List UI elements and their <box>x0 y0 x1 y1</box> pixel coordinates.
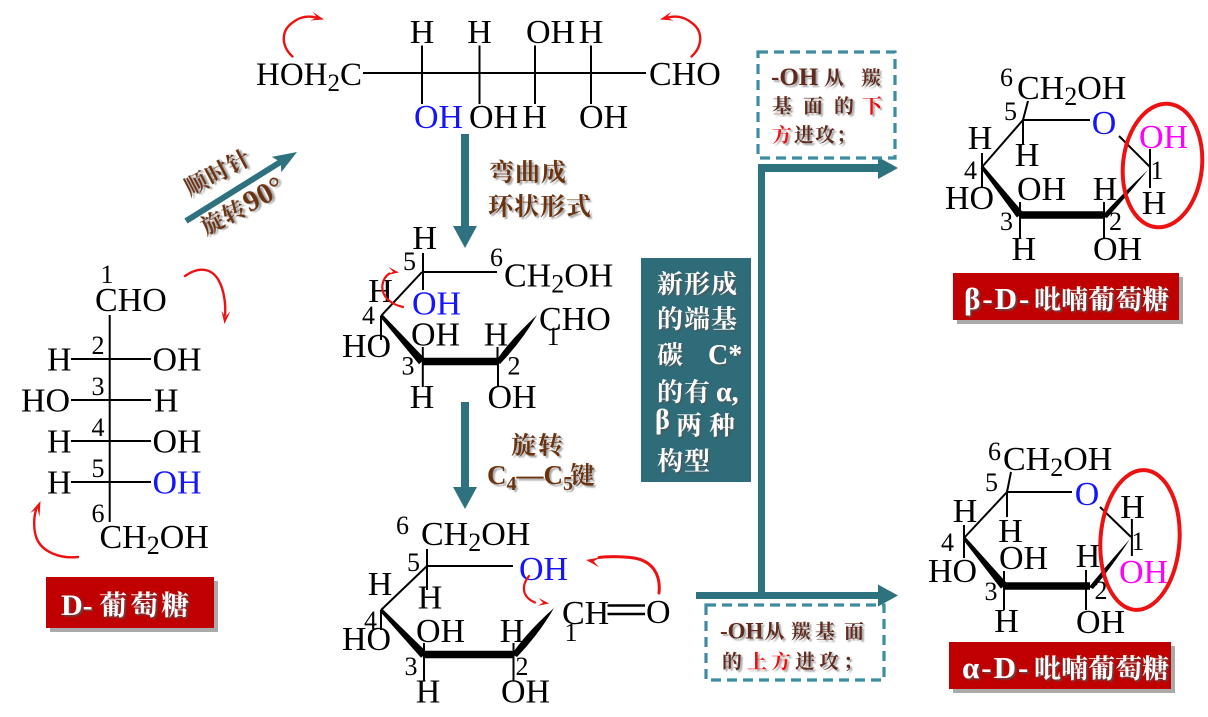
svg-text:H: H <box>1120 489 1145 526</box>
svg-text:1: 1 <box>547 322 560 351</box>
svg-text:H: H <box>412 220 437 257</box>
svg-text:HO: HO <box>342 621 391 658</box>
svg-text:OH: OH <box>1093 231 1142 268</box>
svg-text:OH: OH <box>999 540 1048 577</box>
svg-text:H: H <box>994 603 1019 640</box>
svg-text:HO: HO <box>21 383 70 420</box>
svg-text:4: 4 <box>92 413 105 442</box>
svg-text:3: 3 <box>92 372 105 401</box>
svg-text:H: H <box>368 566 393 603</box>
svg-text:OH: OH <box>526 14 575 51</box>
svg-text:3: 3 <box>405 652 418 681</box>
svg-text:H: H <box>368 273 393 310</box>
svg-text:HOH2C: HOH2C <box>256 57 362 97</box>
svg-text:β: β <box>655 405 670 436</box>
svg-text:OH: OH <box>1119 554 1168 591</box>
svg-text:3: 3 <box>985 577 998 606</box>
svg-text:3: 3 <box>1000 207 1013 236</box>
svg-text:OH: OH <box>153 424 202 461</box>
svg-text:HO: HO <box>945 180 994 217</box>
svg-text:-OH: -OH <box>771 64 819 91</box>
svg-text:2: 2 <box>1109 207 1122 236</box>
svg-text:H: H <box>47 465 72 502</box>
svg-text:6: 6 <box>396 511 409 540</box>
svg-text:C4—C5: C4—C5 <box>487 460 573 495</box>
svg-text:6: 6 <box>1000 63 1013 92</box>
svg-text:OH: OH <box>1139 119 1188 156</box>
svg-text:H: H <box>522 99 547 136</box>
svg-text:6: 6 <box>490 243 503 272</box>
svg-text:H: H <box>1142 185 1167 222</box>
svg-text:OH: OH <box>579 99 628 136</box>
svg-text:α-D-: α-D- <box>962 650 1030 685</box>
svg-text:1: 1 <box>1132 527 1145 556</box>
svg-text:O: O <box>1075 476 1100 513</box>
svg-text:β-D-: β-D- <box>964 281 1031 316</box>
svg-text:H: H <box>416 674 441 711</box>
svg-text:1: 1 <box>1151 156 1164 185</box>
svg-text:OH: OH <box>519 551 568 588</box>
svg-text:H: H <box>1012 231 1037 268</box>
svg-text:H: H <box>410 14 435 51</box>
svg-text:OH: OH <box>153 465 202 502</box>
svg-text:H: H <box>467 14 492 51</box>
svg-text:H: H <box>418 580 443 617</box>
svg-text:4: 4 <box>941 528 954 557</box>
svg-text:4: 4 <box>964 156 977 185</box>
svg-text:CH: CH <box>562 595 609 632</box>
svg-text:OH: OH <box>469 99 518 136</box>
svg-text:5: 5 <box>1004 97 1017 126</box>
svg-text:5: 5 <box>92 454 105 483</box>
svg-text:O: O <box>646 594 671 631</box>
svg-text:H: H <box>47 342 72 379</box>
svg-text:OH: OH <box>501 674 550 711</box>
svg-text:O: O <box>1092 105 1117 142</box>
svg-text:2: 2 <box>1095 576 1108 605</box>
svg-text:1: 1 <box>565 618 578 647</box>
svg-text:OH: OH <box>1017 171 1066 208</box>
svg-text:6: 6 <box>988 437 1001 466</box>
svg-text:5: 5 <box>407 548 420 577</box>
svg-text:CHO: CHO <box>649 56 721 93</box>
svg-text:1: 1 <box>101 260 114 289</box>
svg-text:H: H <box>154 383 179 420</box>
svg-text:H: H <box>47 424 72 461</box>
svg-text:3: 3 <box>402 352 415 381</box>
svg-text:5: 5 <box>985 468 998 497</box>
svg-text:HO: HO <box>928 553 977 590</box>
svg-text:-OH: -OH <box>720 619 764 644</box>
svg-text:4: 4 <box>362 301 375 330</box>
svg-text:H: H <box>1093 171 1118 208</box>
svg-text:OH: OH <box>488 379 537 416</box>
svg-text:6: 6 <box>92 499 105 528</box>
svg-text:OH: OH <box>412 286 461 323</box>
svg-text:OH: OH <box>1076 604 1125 641</box>
svg-text:OH: OH <box>414 99 463 136</box>
svg-text:CHO: CHO <box>539 301 611 338</box>
svg-text:H: H <box>410 379 435 416</box>
svg-text:D-: D- <box>61 589 93 622</box>
svg-text:HO: HO <box>342 328 391 365</box>
svg-text:2: 2 <box>508 352 521 381</box>
svg-text:OH: OH <box>411 317 460 354</box>
svg-text:5: 5 <box>403 247 416 276</box>
svg-text:H: H <box>953 493 978 530</box>
svg-text:H: H <box>968 120 993 157</box>
svg-text:H: H <box>500 613 525 650</box>
svg-text:OH: OH <box>153 342 202 379</box>
svg-text:4: 4 <box>364 606 377 635</box>
svg-text:H: H <box>1076 538 1101 575</box>
svg-text:CHO: CHO <box>95 282 167 319</box>
svg-text:C*: C* <box>708 340 742 371</box>
svg-text:2: 2 <box>92 331 105 360</box>
svg-text:2: 2 <box>516 652 529 681</box>
svg-text:H: H <box>579 14 604 51</box>
svg-text:H: H <box>998 513 1023 550</box>
svg-text:α,: α, <box>716 377 739 408</box>
svg-text:OH: OH <box>416 613 465 650</box>
svg-text:H: H <box>1015 137 1040 174</box>
svg-text:H: H <box>484 317 509 354</box>
